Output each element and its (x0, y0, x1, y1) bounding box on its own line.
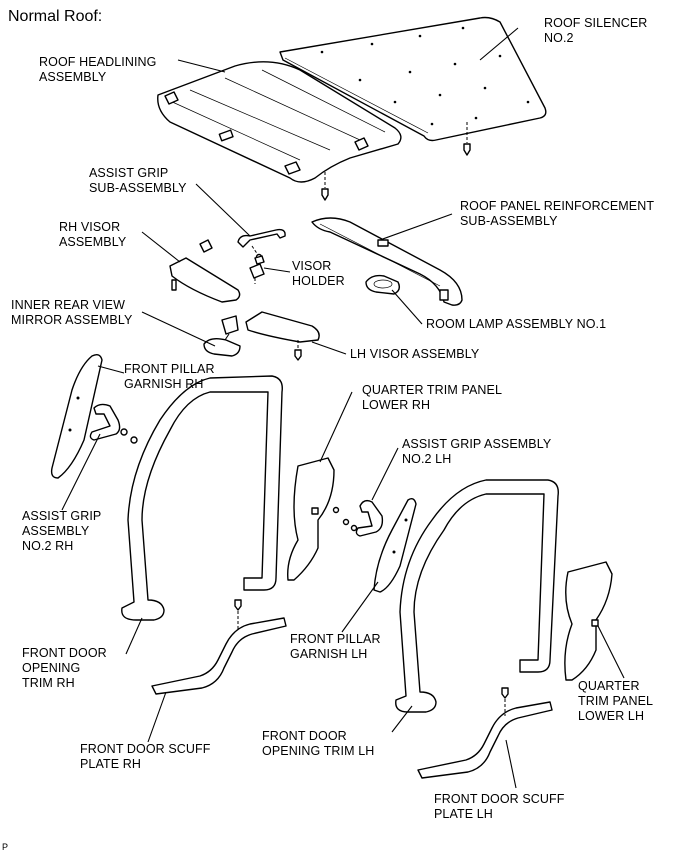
leader-lines (61, 27, 625, 789)
front-door-scuff-plate-rh (151, 617, 287, 695)
rh-visor (169, 257, 241, 303)
label-room-lamp: ROOM LAMP ASSEMBLY NO.1 (426, 317, 606, 332)
front-pillar-garnish-rh (50, 353, 103, 479)
label-lh-visor: LH VISOR ASSEMBLY (350, 347, 479, 362)
label-line: ASSIST GRIP ASSEMBLY (402, 437, 552, 451)
label-front-pillar-garnish-lh: FRONT PILLAR GARNISH LH (290, 632, 381, 662)
label-assist-grip-no2-lh: ASSIST GRIP ASSEMBLY NO.2 LH (402, 437, 551, 467)
label-rh-visor: RH VISOR ASSEMBLY (59, 220, 126, 250)
lh-visor (245, 311, 320, 343)
label-front-pillar-garnish-rh: FRONT PILLAR GARNISH RH (124, 362, 215, 392)
label-line: LOWER RH (362, 398, 431, 412)
label-line: LH VISOR ASSEMBLY (350, 347, 480, 361)
label-line: FRONT DOOR SCUFF (434, 792, 565, 806)
label-line: SUB-ASSEMBLY (460, 214, 558, 228)
label-line: ASSEMBLY (59, 235, 127, 249)
front-door-opening-trim-lh (395, 479, 559, 713)
quarter-trim-panel-lower-rh (287, 457, 335, 581)
label-line: GARNISH LH (290, 647, 368, 661)
label-line: NO.2 LH (402, 452, 452, 466)
label-line: FRONT PILLAR (124, 362, 215, 376)
label-assist-grip-no2-rh: ASSIST GRIP ASSEMBLY NO.2 RH (22, 509, 101, 554)
label-front-door-opening-trim-lh: FRONT DOOR OPENING TRIM LH (262, 729, 374, 759)
roof-panel-reinforcement (311, 217, 463, 306)
label-visor-holder: VISOR HOLDER (292, 259, 345, 289)
label-line: FRONT DOOR (262, 729, 347, 743)
assist-grip-no2-rh (89, 403, 121, 441)
label-line: QUARTER TRIM PANEL (362, 383, 503, 397)
front-pillar-garnish-lh (373, 497, 417, 593)
label-line: TRIM RH (22, 676, 75, 690)
label-line: INNER REAR VIEW (11, 298, 126, 312)
label-front-door-opening-trim-rh: FRONT DOOR OPENING TRIM RH (22, 646, 107, 691)
label-roof-headlining: ROOF HEADLINING ASSEMBLY (39, 55, 157, 85)
label-roof-silencer-no2: ROOF SILENCER NO.2 (544, 16, 647, 46)
front-door-opening-trim-rh (121, 375, 283, 621)
visor-holder (249, 263, 265, 279)
label-line: ASSIST GRIP (89, 166, 169, 180)
label-line: HOLDER (292, 274, 345, 288)
label-line: SUB-ASSEMBLY (89, 181, 187, 195)
label-line: TRIM PANEL (578, 694, 654, 708)
silencer-clip (463, 143, 471, 156)
label-roof-panel-reinforcement: ROOF PANEL REINFORCEMENT SUB-ASSEMBLY (460, 199, 654, 229)
roof-headlining (157, 61, 402, 183)
label-line: ASSIST GRIP (22, 509, 102, 523)
label-line: OPENING TRIM LH (262, 744, 375, 758)
label-line: NO.2 (544, 31, 574, 45)
label-quarter-trim-panel-lower-lh: QUARTER TRIM PANEL LOWER LH (578, 679, 653, 724)
assist-grip-no2-lh (355, 499, 384, 537)
label-front-door-scuff-plate-lh: FRONT DOOR SCUFF PLATE LH (434, 792, 565, 822)
label-line: FRONT DOOR SCUFF (80, 742, 211, 756)
label-line: QUARTER (578, 679, 640, 693)
label-inner-mirror: INNER REAR VIEW MIRROR ASSEMBLY (11, 298, 132, 328)
label-line: ROOF SILENCER (544, 16, 648, 30)
diagram-header: Normal Roof: (8, 8, 103, 25)
roof-silencer-no2 (279, 16, 547, 142)
inner-mirror (203, 337, 241, 357)
front-door-scuff-plate-lh (417, 701, 553, 779)
label-line: MIRROR ASSEMBLY (11, 313, 133, 327)
label-line: LOWER LH (578, 709, 645, 723)
label-line: ASSEMBLY (39, 70, 107, 84)
label-line: ROOF HEADLINING (39, 55, 157, 69)
room-lamp (365, 274, 401, 295)
label-line: FRONT DOOR (22, 646, 107, 660)
label-line: PLATE RH (80, 757, 141, 771)
label-line: VISOR (292, 259, 332, 273)
assist-grip-sub (237, 228, 286, 248)
label-line: NO.2 RH (22, 539, 74, 553)
label-quarter-trim-panel-lower-rh: QUARTER TRIM PANEL LOWER RH (362, 383, 502, 413)
label-line: FRONT PILLAR (290, 632, 381, 646)
label-line: OPENING (22, 661, 81, 675)
headlining-clip (321, 188, 329, 201)
label-front-door-scuff-plate-rh: FRONT DOOR SCUFF PLATE RH (80, 742, 211, 772)
label-line: PLATE LH (434, 807, 493, 821)
figure-code: P (2, 842, 9, 852)
label-line: ROOM LAMP ASSEMBLY NO.1 (426, 317, 607, 331)
label-assist-grip-sub: ASSIST GRIP SUB-ASSEMBLY (89, 166, 187, 196)
label-line: ROOF PANEL REINFORCEMENT (460, 199, 655, 213)
label-line: GARNISH RH (124, 377, 204, 391)
label-line: RH VISOR (59, 220, 121, 234)
label-line: ASSEMBLY (22, 524, 90, 538)
visor-clip-rh (199, 239, 213, 253)
quarter-trim-panel-lower-lh (564, 561, 613, 681)
